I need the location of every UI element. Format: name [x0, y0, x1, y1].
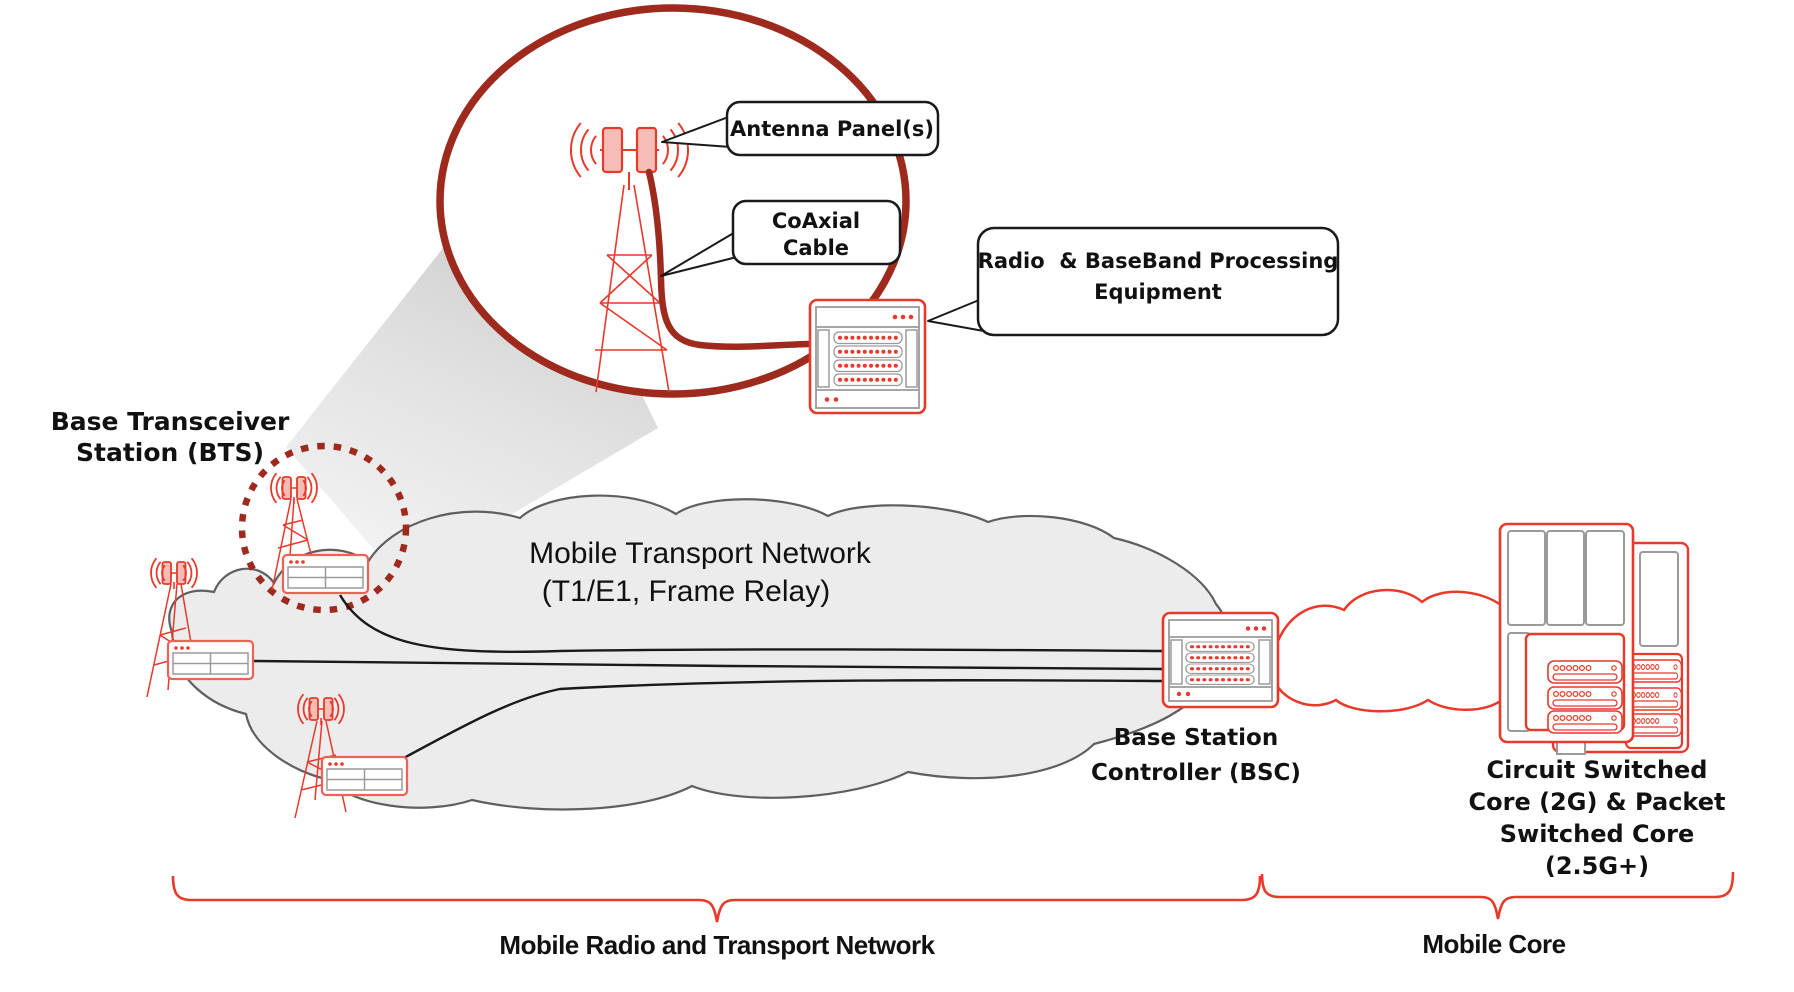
radio-transport-brace-label: Mobile Radio and Transport Network — [499, 930, 935, 960]
radio-transport-brace — [171, 875, 1262, 923]
bts-cabinet-icon — [320, 755, 409, 797]
transport-links — [252, 594, 1164, 761]
bts-label-line2: Station (BTS) — [76, 438, 264, 467]
antenna-callout-label: Antenna Panel(s) — [730, 117, 934, 141]
bts-site-circled — [270, 472, 370, 595]
mobile-core-brace — [1260, 871, 1735, 920]
bts-cabinet-icon — [166, 639, 255, 681]
cell-tower-icon — [595, 184, 670, 393]
bts-site-bottom — [294, 693, 409, 819]
bts-cabinet-icon — [281, 553, 370, 595]
radio-callout-label-line2: Equipment — [1094, 280, 1222, 304]
core-link-cloud — [1274, 588, 1504, 713]
mobile-core-brace-label: Mobile Core — [1422, 929, 1565, 959]
coax-callout-label-line2: Cable — [783, 236, 849, 260]
transport-cloud-label-line2: (T1/E1, Frame Relay) — [542, 575, 830, 608]
core-cabinet-front-icon — [1498, 522, 1635, 744]
radio-callout: Radio & BaseBand Processing Equipment — [976, 226, 1340, 337]
bsc-label-line1: Base Station — [1114, 725, 1278, 751]
coax-cable — [645, 168, 812, 350]
coax-callout: CoAxial Cable — [731, 199, 902, 266]
core-label-line4: (2.5G+) — [1545, 852, 1649, 880]
bsc-label-line2: Controller (BSC) — [1091, 760, 1301, 786]
core-label-line3: Switched Core — [1500, 820, 1695, 848]
radio-callout-label-line1: Radio & BaseBand Processing — [978, 249, 1339, 273]
bts-highlight-circle — [238, 442, 410, 614]
radio-baseband-equipment-icon — [808, 298, 927, 415]
core-label-line1: Circuit Switched — [1487, 756, 1708, 784]
coax-callout-label-line1: CoAxial — [772, 209, 860, 233]
antenna-icon — [570, 122, 689, 190]
radio-waves-icon — [570, 122, 689, 178]
bsc-equipment-icon — [1161, 611, 1280, 709]
bts-label-line1: Base Transceiver — [51, 407, 290, 436]
transport-cloud — [168, 494, 1230, 811]
core-label-line2: Core (2G) & Packet — [1469, 788, 1726, 816]
transport-cloud-label-line1: Mobile Transport Network — [529, 537, 872, 570]
antenna-callout: Antenna Panel(s) — [725, 100, 940, 157]
bts-site-left — [146, 557, 255, 698]
